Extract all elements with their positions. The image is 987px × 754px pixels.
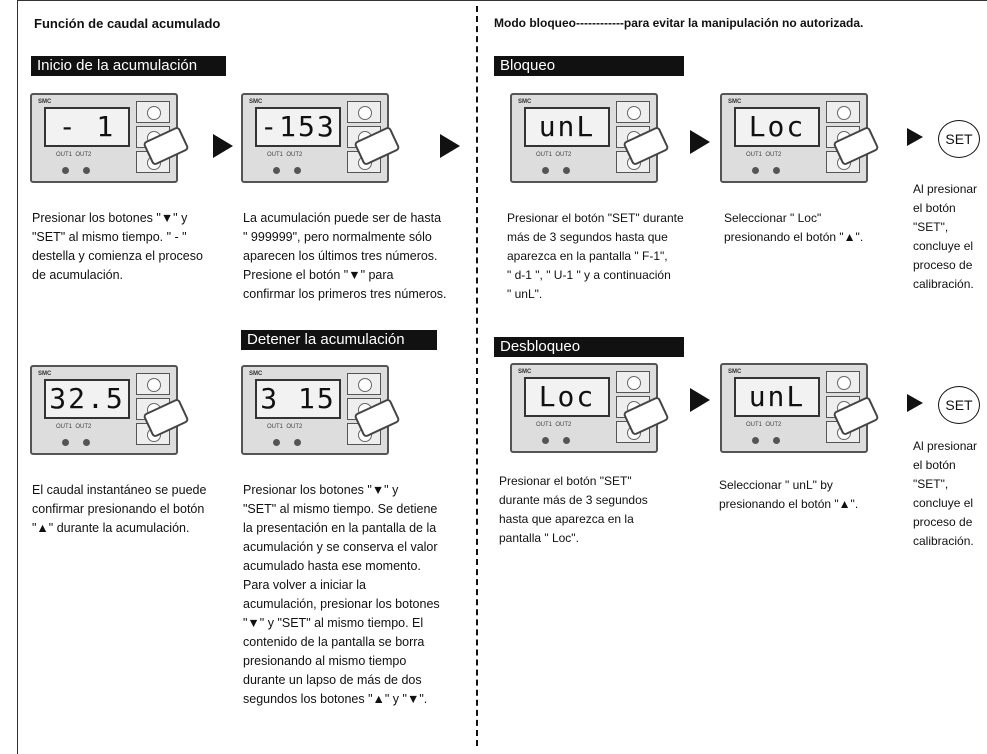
out-labels: OUT1 OUT2 [536,422,572,428]
led-row [62,433,104,451]
device-display-1: SMC - 1 OUT1 OUT2 [30,93,190,183]
lcd-screen: unL [734,377,820,417]
unlock-bar: Desbloqueo [494,337,684,357]
page-frame-top [17,0,987,1]
accumulation-title: Función de caudal acumulado [34,16,221,31]
lcd-screen: 3 15 [255,379,341,419]
text-start-2: La acumulación puede ser de hasta" 99999… [243,211,447,301]
device-display-2: SMC -153 OUT1 OUT2 [241,93,401,183]
arrow-right-icon [213,134,233,158]
lcd-screen: 32.5 [44,379,130,419]
device-logo: SMC [249,371,263,377]
lcd-screen: Loc [524,377,610,417]
set-button-icon: SET [938,386,980,424]
device-display-5: SMC unL OUT1 OUT2 [510,93,670,183]
led-row [752,431,794,449]
text-lock-2: Seleccionar " Loc"presionando el botón "… [724,211,864,244]
lock-bar: Bloqueo [494,56,684,76]
out-labels: OUT1 OUT2 [56,152,92,158]
out-labels: OUT1 OUT2 [746,422,782,428]
text-start-1: Presionar los botones "▼" y"SET" al mism… [32,211,203,282]
device-logo: SMC [728,99,742,105]
arrow-right-icon [907,394,923,412]
arrow-right-icon [907,128,923,146]
device-logo: SMC [728,369,742,375]
device-logo: SMC [38,371,52,377]
out-labels: OUT1 OUT2 [267,424,303,430]
stop-accumulation-bar: Detener la acumulación [241,330,437,350]
lcd-screen: unL [524,107,610,147]
led-row [542,161,584,179]
arrow-right-icon [440,134,460,158]
lcd-screen: -153 [255,107,341,147]
device-buttons [826,371,860,445]
text-stop: Presionar los botones "▼" y"SET" al mism… [243,483,440,706]
out-labels: OUT1 OUT2 [746,152,782,158]
device-display-8: SMC unL OUT1 OUT2 [720,363,880,453]
device-logo: SMC [249,99,263,105]
device-display-3: SMC 32.5 OUT1 OUT2 [30,365,190,455]
page-frame-left [17,0,18,754]
device-logo: SMC [38,99,52,105]
led-row [542,431,584,449]
arrow-right-icon [690,130,710,154]
start-accumulation-bar: Inicio de la acumulación [31,56,226,76]
led-row [752,161,794,179]
device-display-7: SMC Loc OUT1 OUT2 [510,363,670,453]
device-display-4: SMC 3 15 OUT1 OUT2 [241,365,401,455]
out-labels: OUT1 OUT2 [56,424,92,430]
lcd-screen: Loc [734,107,820,147]
lock-mode-title: Modo bloqueo------------para evitar la m… [494,16,864,30]
arrow-right-icon [690,388,710,412]
text-unlock-1: Presionar el botón "SET"durante más de 3… [499,474,648,545]
out-labels: OUT1 OUT2 [536,152,572,158]
set-button-icon: SET [938,120,980,158]
lcd-screen: - 1 [44,107,130,147]
out-labels: OUT1 OUT2 [267,152,303,158]
column-divider [476,6,478,746]
led-row [273,161,315,179]
led-row [273,433,315,451]
device-logo: SMC [518,369,532,375]
led-row [62,161,104,179]
device-logo: SMC [518,99,532,105]
device-display-6: SMC Loc OUT1 OUT2 [720,93,880,183]
